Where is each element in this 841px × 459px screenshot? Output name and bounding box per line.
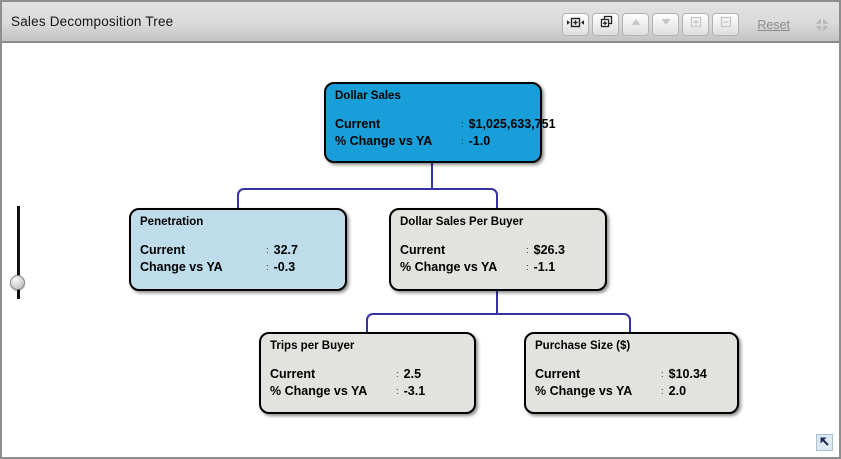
node-title: Trips per Buyer	[270, 340, 355, 352]
row-label: % Change vs YA	[335, 134, 433, 148]
node-row: Change vs YA : -0.3	[140, 258, 336, 275]
row-colon: :	[526, 245, 529, 256]
node-row: Current : $10.34	[535, 365, 728, 382]
node-row: Current :2.5	[270, 365, 465, 382]
tree-node-purchase-size[interactable]: Purchase Size ($) Current : $10.34 % Chan…	[524, 332, 739, 414]
row-colon: :	[396, 386, 399, 397]
header-bar: Sales Decomposition Tree	[2, 2, 839, 43]
node-body: Current : $1,025,633,751 % Change vs YA :…	[335, 115, 556, 149]
row-label: Current	[335, 117, 381, 131]
row-label: % Change vs YA	[535, 384, 633, 398]
row-value: $26.3	[533, 243, 565, 257]
minus-box-icon	[718, 14, 734, 35]
page-title: Sales Decomposition Tree	[11, 14, 174, 29]
row-value: -1.0	[468, 134, 491, 148]
row-label: Change vs YA	[140, 260, 223, 274]
row-value: -0.3	[273, 260, 296, 274]
row-value: $1,025,633,751	[468, 117, 556, 131]
node-row: % Change vs YA : -1.0	[335, 132, 531, 149]
zoom-in-button[interactable]	[682, 13, 710, 36]
node-body: Current : $10.34 % Change vs YA :2.0	[535, 365, 728, 399]
connector-level1-bracket	[237, 188, 498, 208]
row-value: 32.7	[273, 243, 298, 257]
reset-link[interactable]: Reset	[757, 17, 790, 32]
node-row: Current : $26.3	[400, 241, 596, 258]
row-colon: :	[526, 262, 529, 273]
row-value: -3.1	[403, 384, 426, 398]
row-value: 2.0	[668, 384, 687, 398]
cascade-levels-button[interactable]	[592, 13, 620, 36]
row-colon: :	[461, 119, 464, 130]
row-label: % Change vs YA	[270, 384, 368, 398]
toolbar: Reset	[562, 13, 831, 36]
row-label: Current	[140, 243, 186, 257]
node-row: % Change vs YA : -3.1	[270, 382, 465, 399]
node-row: Current :32.7	[140, 241, 336, 258]
row-colon: :	[461, 136, 464, 147]
tree-node-dollar-sales-per-buyer[interactable]: Dollar Sales Per Buyer Current : $26.3 % …	[389, 208, 607, 291]
zoom-slider-handle[interactable]	[10, 275, 25, 290]
collapse-arrows-icon[interactable]	[813, 16, 831, 34]
row-colon: :	[661, 369, 664, 380]
arrow-up-icon	[628, 15, 644, 34]
connector-level2-bracket	[366, 313, 631, 332]
node-title: Purchase Size ($)	[535, 340, 631, 352]
cascade-icon	[597, 14, 614, 35]
arrow-up-left-icon	[819, 434, 830, 452]
arrow-down-icon	[658, 15, 674, 34]
tree-node-penetration[interactable]: Penetration Current :32.7 Change vs YA :…	[129, 208, 347, 291]
row-label: Current	[535, 367, 581, 381]
row-colon: :	[266, 262, 269, 273]
tree-node-trips-per-buyer[interactable]: Trips per Buyer Current :2.5 % Change vs…	[259, 332, 476, 414]
row-colon: :	[266, 245, 269, 256]
expand-width-button[interactable]	[562, 13, 590, 36]
node-body: Current :2.5 % Change vs YA : -3.1	[270, 365, 465, 399]
row-value: 2.5	[403, 367, 422, 381]
connector-dspb-stub	[496, 291, 498, 314]
node-title: Dollar Sales Per Buyer	[400, 216, 524, 228]
expand-width-icon	[566, 14, 585, 35]
row-label: Current	[400, 243, 446, 257]
node-title: Dollar Sales	[335, 90, 401, 102]
move-down-button[interactable]	[652, 13, 680, 36]
zoom-slider[interactable]	[17, 206, 20, 299]
node-title: Penetration	[140, 216, 204, 228]
node-row: % Change vs YA :2.0	[535, 382, 728, 399]
node-row: % Change vs YA : -1.1	[400, 258, 596, 275]
zoom-out-button[interactable]	[712, 13, 740, 36]
row-colon: :	[661, 386, 664, 397]
node-body: Current : $26.3 % Change vs YA : -1.1	[400, 241, 596, 275]
row-value: -1.1	[533, 260, 556, 274]
node-body: Current :32.7 Change vs YA : -0.3	[140, 241, 336, 275]
node-row: Current : $1,025,633,751	[335, 115, 556, 132]
row-label: Current	[270, 367, 316, 381]
move-up-button[interactable]	[622, 13, 650, 36]
row-label: % Change vs YA	[400, 260, 498, 274]
tree-node-dollar-sales[interactable]: Dollar Sales Current : $1,025,633,751 % C…	[324, 82, 556, 163]
connector-root-stub	[431, 163, 433, 189]
row-value: $10.34	[668, 367, 707, 381]
overview-corner-button[interactable]	[816, 434, 833, 451]
row-colon: :	[396, 369, 399, 380]
plus-box-icon	[688, 14, 704, 35]
